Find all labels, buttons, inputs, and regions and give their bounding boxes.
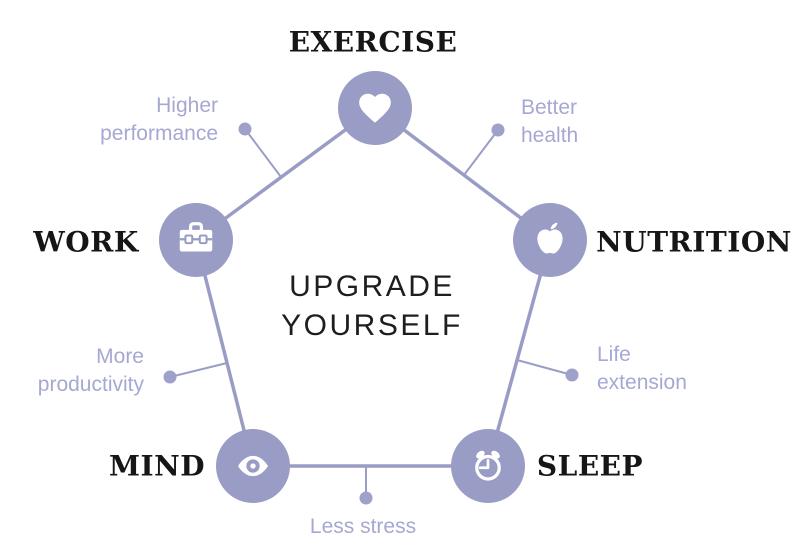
benefit-connector-life-extension [516,359,573,376]
node-circle-mind [216,429,290,503]
pentagon-edge-mind-work [194,239,255,467]
alarm-clock-icon [475,450,501,481]
pentagon-edge-nutrition-sleep [486,239,552,467]
benefit-dot-more-productivity [163,370,177,384]
benefit-line: Better [521,96,578,119]
center-title-line2: YOURSELF [281,309,463,342]
node-circle-exercise [338,71,412,145]
benefit-line: extension [597,371,687,394]
heart-icon [359,93,391,123]
benefit-line: Less stress [309,515,417,538]
node-label-work: WORK [33,225,139,259]
center-title: UPGRADE YOURSELF [281,267,463,345]
benefit-line: performance [100,122,218,145]
benefit-connectors [169,128,573,498]
benefit-line: More [96,345,144,368]
apple-icon [537,222,563,254]
benefit-label-more-productivity: More productivity [38,343,144,399]
node-label-sleep: SLEEP [536,449,644,483]
benefit-label-life-extension: Life extension [597,341,687,397]
node-circle-sleep [451,429,525,503]
benefit-connector-more-productivity [169,362,228,378]
node-circle-work [159,203,233,277]
benefit-dot-life-extension [565,368,579,382]
node-label-mind: MIND [109,449,205,483]
benefit-label-less-stress: Less stress [310,513,416,541]
benefit-connector-better-health [463,129,499,176]
briefcase-icon [179,222,213,252]
benefit-connector-higher-performance [244,128,282,178]
benefit-dot-better-health [491,123,505,137]
eye-icon [238,455,268,477]
benefit-dot-higher-performance [238,122,252,136]
node-circle-nutrition [513,203,587,277]
benefit-label-better-health: Better health [521,94,578,150]
node-label-exercise: EXERCISE [288,25,458,59]
center-title-line1: UPGRADE [289,270,455,303]
benefit-line: Higher [156,94,218,117]
benefit-label-higher-performance: Higher performance [100,92,218,148]
node-label-nutrition: NUTRITION [596,225,792,259]
benefit-dots [163,122,579,505]
benefit-line: productivity [37,373,144,396]
benefit-line: Life [597,343,631,366]
benefit-line: health [521,124,579,147]
benefit-dot-less-stress [359,491,373,505]
